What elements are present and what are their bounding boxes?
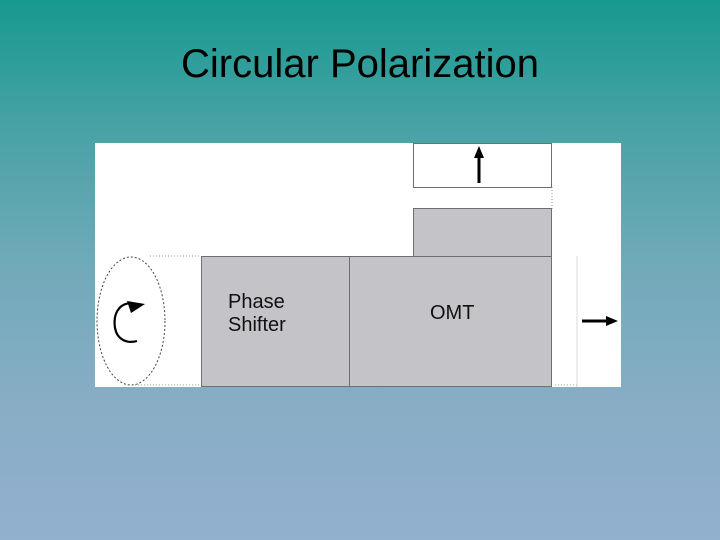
circular-polarization-diagram: Phase Shifter OMT xyxy=(95,143,621,387)
phase-shifter-block: Phase Shifter xyxy=(201,256,350,387)
arrow-up-icon xyxy=(474,146,484,183)
omt-upper-arm xyxy=(413,208,552,258)
slide-title: Circular Polarization xyxy=(181,42,539,86)
circular-arrow-icon xyxy=(113,301,145,343)
omt-block: OMT xyxy=(349,256,552,387)
arrow-right-icon xyxy=(582,316,618,326)
omt-label: OMT xyxy=(430,302,475,324)
vertical-output-port xyxy=(413,143,552,188)
input-aperture-ellipse xyxy=(96,256,166,386)
phase-shifter-label: Phase Shifter xyxy=(228,291,286,336)
waveguide-outline xyxy=(135,187,578,387)
polarization-marks xyxy=(96,146,618,386)
